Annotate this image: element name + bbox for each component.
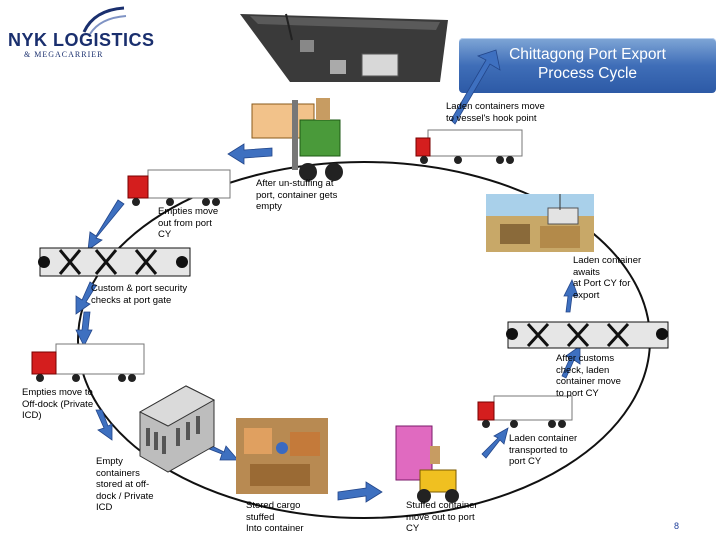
diagram-title: Chittagong Port Export Process Cycle (459, 38, 716, 93)
title-line-1: Chittagong Port Export (509, 46, 666, 63)
page-number: 8 (674, 521, 680, 531)
truck-icon-top-left (127, 169, 231, 206)
arrow-down-left-3 (75, 311, 93, 347)
company-logo-sub: & MEGACARRIER (24, 50, 104, 59)
arrow-down-left-1 (87, 199, 125, 251)
label-stuffed-moveout: Stuffed container move out to port CY (406, 500, 478, 534)
title-line-2: Process Cycle (537, 65, 638, 82)
arrow-down-left-4 (95, 409, 113, 441)
arrow-up-right-3 (563, 279, 579, 313)
arrow-to-empties-out (227, 143, 273, 165)
flow-arrows (75, 49, 581, 503)
ship-icon (240, 13, 448, 82)
gate-icon-right (506, 321, 669, 349)
label-empties-out: Empties move out from port CY (158, 206, 219, 240)
arrow-down-left-2 (75, 281, 97, 315)
label-empty-stored: Empty containers stored at off- dock / P… (96, 456, 154, 513)
label-custom-security: Custom & port security checks at port ga… (91, 283, 188, 306)
label-laden-to-hook: Laden containers move to vessel's hook p… (446, 101, 545, 124)
label-laden-transported: Laden container transported to port CY (509, 433, 578, 467)
label-stored-cargo: Stored cargo stuffed Into container (246, 500, 304, 534)
crane-icon (486, 194, 594, 252)
gate-icon-left (38, 247, 191, 277)
arrow-up-right-2 (561, 345, 581, 379)
logo-wave-icon (82, 6, 127, 35)
truck-icon-top-right (415, 129, 523, 164)
label-after-customs: After customs check, laden container mov… (556, 353, 621, 399)
label-empties-offdock: Empties move to Off-dock (Private ICD) (22, 387, 94, 421)
arrow-to-vessel (450, 49, 501, 125)
truck-icon-bottom-right (477, 395, 573, 428)
forklift-icon (251, 98, 343, 181)
label-after-unstuffing: After un-stuffing at port, container get… (256, 178, 338, 212)
truck-icon-left (31, 343, 145, 382)
arrow-bottom-2 (337, 481, 383, 503)
warehouse-icon (138, 385, 216, 473)
forklift-icon-stuffed (395, 425, 459, 503)
arrow-up-right-1 (481, 427, 509, 459)
label-laden-awaits: Laden container awaits at Port CY for ex… (573, 255, 642, 301)
worker-icon-stuffing (236, 418, 328, 494)
company-logo: NYK LOGISTICS (8, 30, 155, 50)
